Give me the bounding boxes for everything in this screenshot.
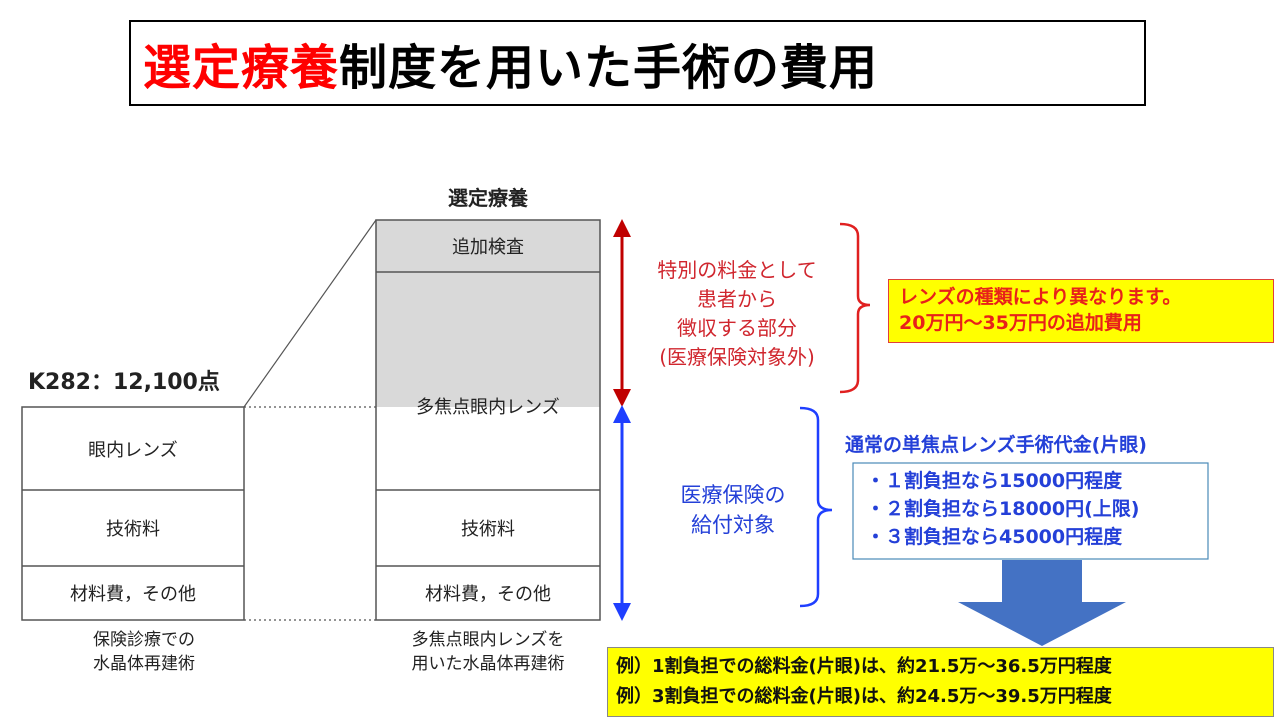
- insurance-label-line: 給付対象: [691, 513, 775, 537]
- right-caption-line: 用いた水晶体再建術: [411, 654, 565, 674]
- insurance-amount-item: ・１割負担なら15000円程度: [866, 470, 1123, 492]
- column-connectors: [243, 219, 377, 621]
- special-fee-note-line: 20万円～35万円の追加費用: [899, 312, 1142, 334]
- right-cost-column: [375, 219, 601, 621]
- left-row-lens: 眼内レンズ: [88, 439, 178, 461]
- insurance-amounts: ・１割負担なら15000円程度 ・２割負担なら18000円(上限) ・３割負担な…: [866, 467, 1139, 551]
- down-arrow: [958, 560, 1126, 646]
- title-rest: 制度を用いた手術の費用: [339, 40, 879, 96]
- right-caption-line: 多焦点眼内レンズを: [411, 630, 565, 650]
- total-cost-examples: 例）1割負担での総料金(片眼)は、約21.5万～36.5万円程度 例）3割負担で…: [607, 647, 1274, 717]
- title-highlight: 選定療養: [143, 40, 340, 96]
- insurance-amount-item: ・２割負担なら18000円(上限): [866, 498, 1140, 520]
- special-fee-label: 特別の料金として 患者から 徴収する部分 (医療保険対象外): [632, 256, 842, 372]
- left-row-technical-fee: 技術料: [106, 519, 160, 540]
- insurance-amounts-frame: [852, 462, 1209, 560]
- special-fee-brace: [839, 222, 871, 394]
- left-row-materials: 材料費，その他: [70, 584, 196, 605]
- special-fee-note-line: レンズの種類により異なります。: [899, 286, 1182, 308]
- insurance-label: 医療保険の 給付対象: [658, 480, 808, 540]
- left-caption-line: 水晶体再建術: [93, 654, 195, 674]
- special-fee-line: 特別の料金として: [657, 258, 817, 282]
- left-column-caption: 保険診療での 水晶体再建術: [22, 628, 266, 676]
- right-row-materials: 材料費，その他: [425, 584, 551, 605]
- left-cost-column: [21, 406, 245, 621]
- insurance-heading: 通常の単焦点レンズ手術代金(片眼): [845, 434, 1147, 456]
- special-fee-line: (医療保険対象外): [659, 345, 815, 369]
- special-fee-line: 患者から: [697, 287, 777, 311]
- right-row-additional-exam: 追加検査: [452, 237, 524, 258]
- right-column-caption: 多焦点眼内レンズを 用いた水晶体再建術: [376, 628, 600, 676]
- example-line: 例）1割負担での総料金(片眼)は、約21.5万～36.5万円程度: [616, 656, 1112, 677]
- insurance-amount-item: ・３割負担なら45000円程度: [866, 526, 1123, 548]
- right-column-header: 選定療養: [448, 186, 528, 210]
- insurance-label-line: 医療保険の: [680, 483, 786, 507]
- right-row-multifocal-lens: 多焦点眼内レンズ: [416, 397, 560, 418]
- left-column-header: K282：12,100点: [28, 370, 220, 395]
- special-fee-note: レンズの種類により異なります。 20万円～35万円の追加費用: [888, 279, 1274, 343]
- special-fee-line: 徴収する部分: [677, 316, 797, 340]
- insurance-brace: [799, 406, 833, 608]
- example-line: 例）3割負担での総料金(片眼)は、約24.5万～39.5万円程度: [616, 686, 1112, 707]
- page-title: 選定療養制度を用いた手術の費用: [129, 20, 1146, 106]
- left-caption-line: 保険診療での: [93, 630, 195, 650]
- right-row-technical-fee: 技術料: [461, 519, 515, 540]
